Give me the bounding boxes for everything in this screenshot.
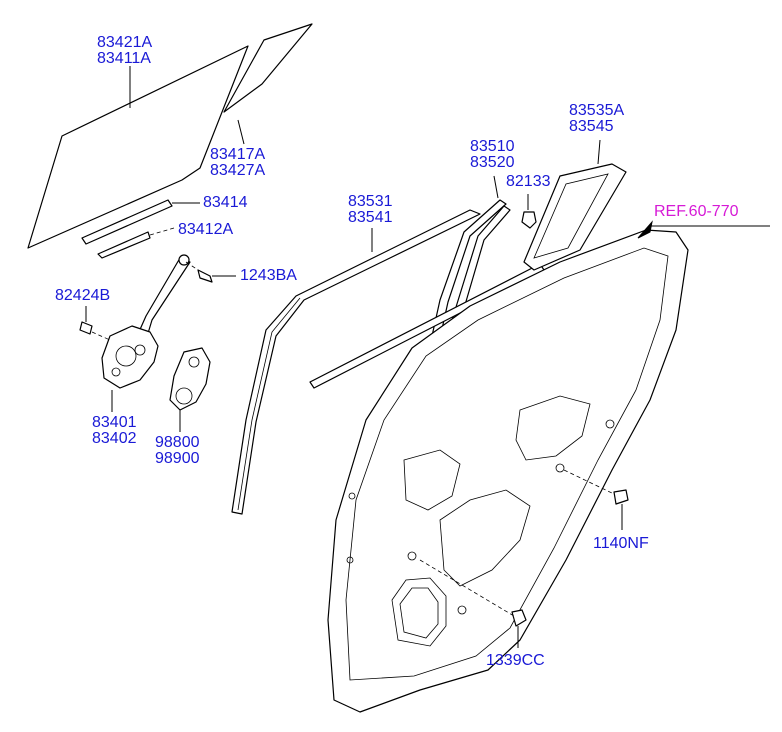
- label-bolt-small: 82424B: [55, 287, 111, 304]
- weatherstrip-upper: [81, 199, 173, 245]
- label-frame-a: 83535A: [569, 102, 625, 119]
- label-motor-b: 98900: [155, 450, 200, 467]
- label-run-channel-a: 83531: [348, 193, 393, 210]
- label-nut-door: 1339CC: [486, 652, 545, 669]
- panel-speaker-hole: [391, 577, 447, 647]
- door-panel: [327, 229, 689, 713]
- weatherstrip-lower: [97, 231, 151, 259]
- label-regulator-a: 83401: [92, 414, 137, 431]
- regulator-bolt: [197, 269, 213, 283]
- label-bolt-door: 1140NF: [593, 535, 649, 552]
- label-center-channel-a: 83510: [470, 138, 515, 155]
- door-nut: [511, 609, 527, 627]
- door-glass: [27, 45, 249, 249]
- label-clip: 82133: [506, 173, 551, 190]
- label-glass-quarter-a: 83417A: [210, 146, 266, 163]
- quarter-glass: [223, 23, 313, 113]
- label-glass-main-a: 83421A: [97, 34, 153, 51]
- label-motor-a: 98800: [155, 434, 200, 451]
- run-channel: [231, 209, 481, 515]
- quarter-frame: [523, 163, 627, 271]
- regulator-base: [101, 325, 159, 389]
- label-regulator-b: 83402: [92, 430, 137, 447]
- small-bolt: [79, 321, 93, 335]
- label-strip-upper: 83414: [203, 194, 248, 211]
- window-motor: [169, 347, 211, 411]
- label-bolt-regulator: 1243BA: [240, 267, 297, 284]
- clip: [521, 211, 537, 229]
- regulator-arm: [137, 257, 191, 341]
- label-frame-b: 83545: [569, 118, 614, 135]
- label-glass-main-b: 83411A: [97, 50, 151, 67]
- label-glass-quarter-b: 83427A: [210, 162, 266, 179]
- label-reference: REF.60-770: [654, 203, 739, 220]
- label-center-channel-b: 83520: [470, 154, 515, 171]
- label-strip-lower: 83412A: [178, 221, 234, 238]
- door-bolt: [613, 489, 629, 505]
- label-run-channel-b: 83541: [348, 209, 393, 226]
